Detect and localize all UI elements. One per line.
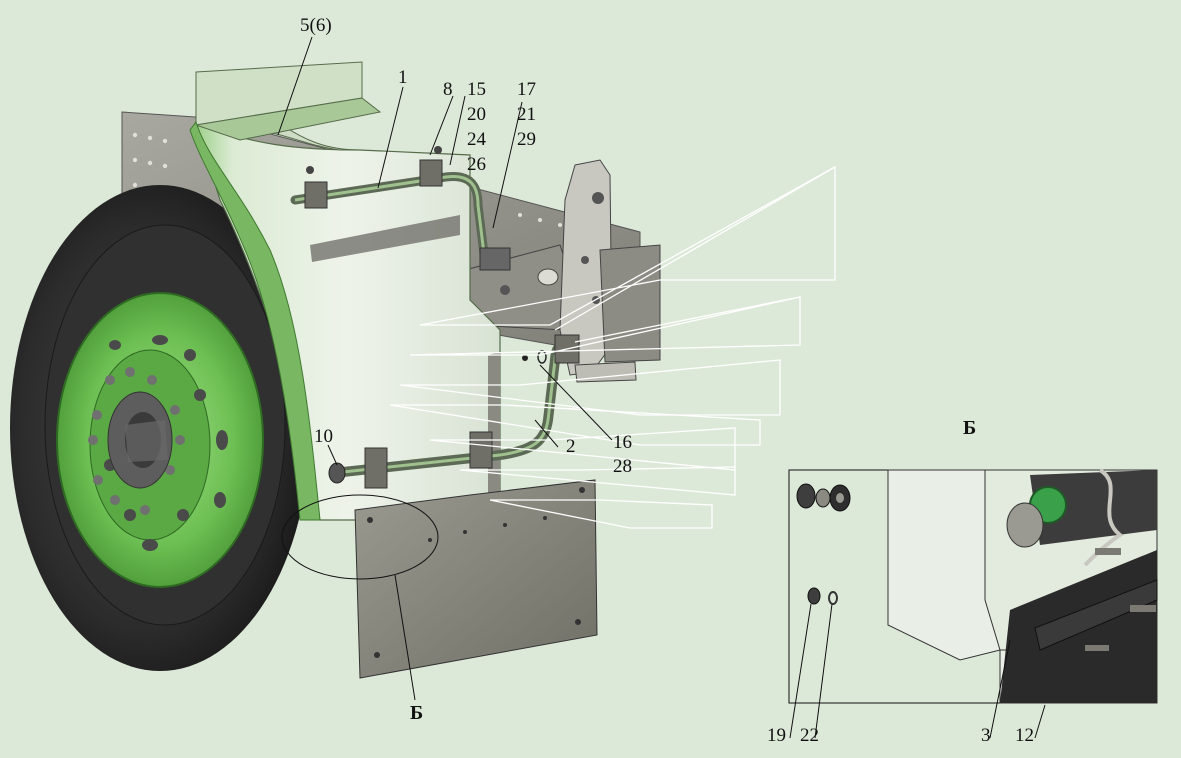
callout-17: 17 [517,79,536,100]
lower-tube [328,334,580,489]
wheel-rim [56,292,264,588]
callout-1: 1 [398,67,408,88]
leader-lines [277,36,613,466]
callout-2: 2 [566,436,576,457]
callout-28: 28 [613,456,632,477]
upper-tube [290,146,511,271]
callout-22: 22 [800,725,819,746]
callout-29: 29 [517,129,536,150]
callout-12: 12 [1015,725,1034,746]
inset-detail [788,468,1158,739]
callout-3: 3 [981,725,991,746]
callout-16: 16 [613,432,632,453]
callout-8: 8 [443,79,453,100]
mud-flap [354,479,598,679]
ghost-outlines [389,165,836,529]
callout-15: 15 [467,79,486,100]
fender [189,61,501,521]
callout-5-6: 5(6) [300,15,332,36]
callout-b-main: Б [410,702,424,724]
callout-10: 10 [314,426,333,447]
callout-24: 24 [467,129,486,150]
callout-21: 21 [517,104,536,125]
callout-b-inset: Б [963,417,977,439]
callout-20: 20 [467,104,486,125]
callout-26: 26 [467,154,486,175]
detail-ellipse [281,494,439,701]
callout-19: 19 [767,725,786,746]
